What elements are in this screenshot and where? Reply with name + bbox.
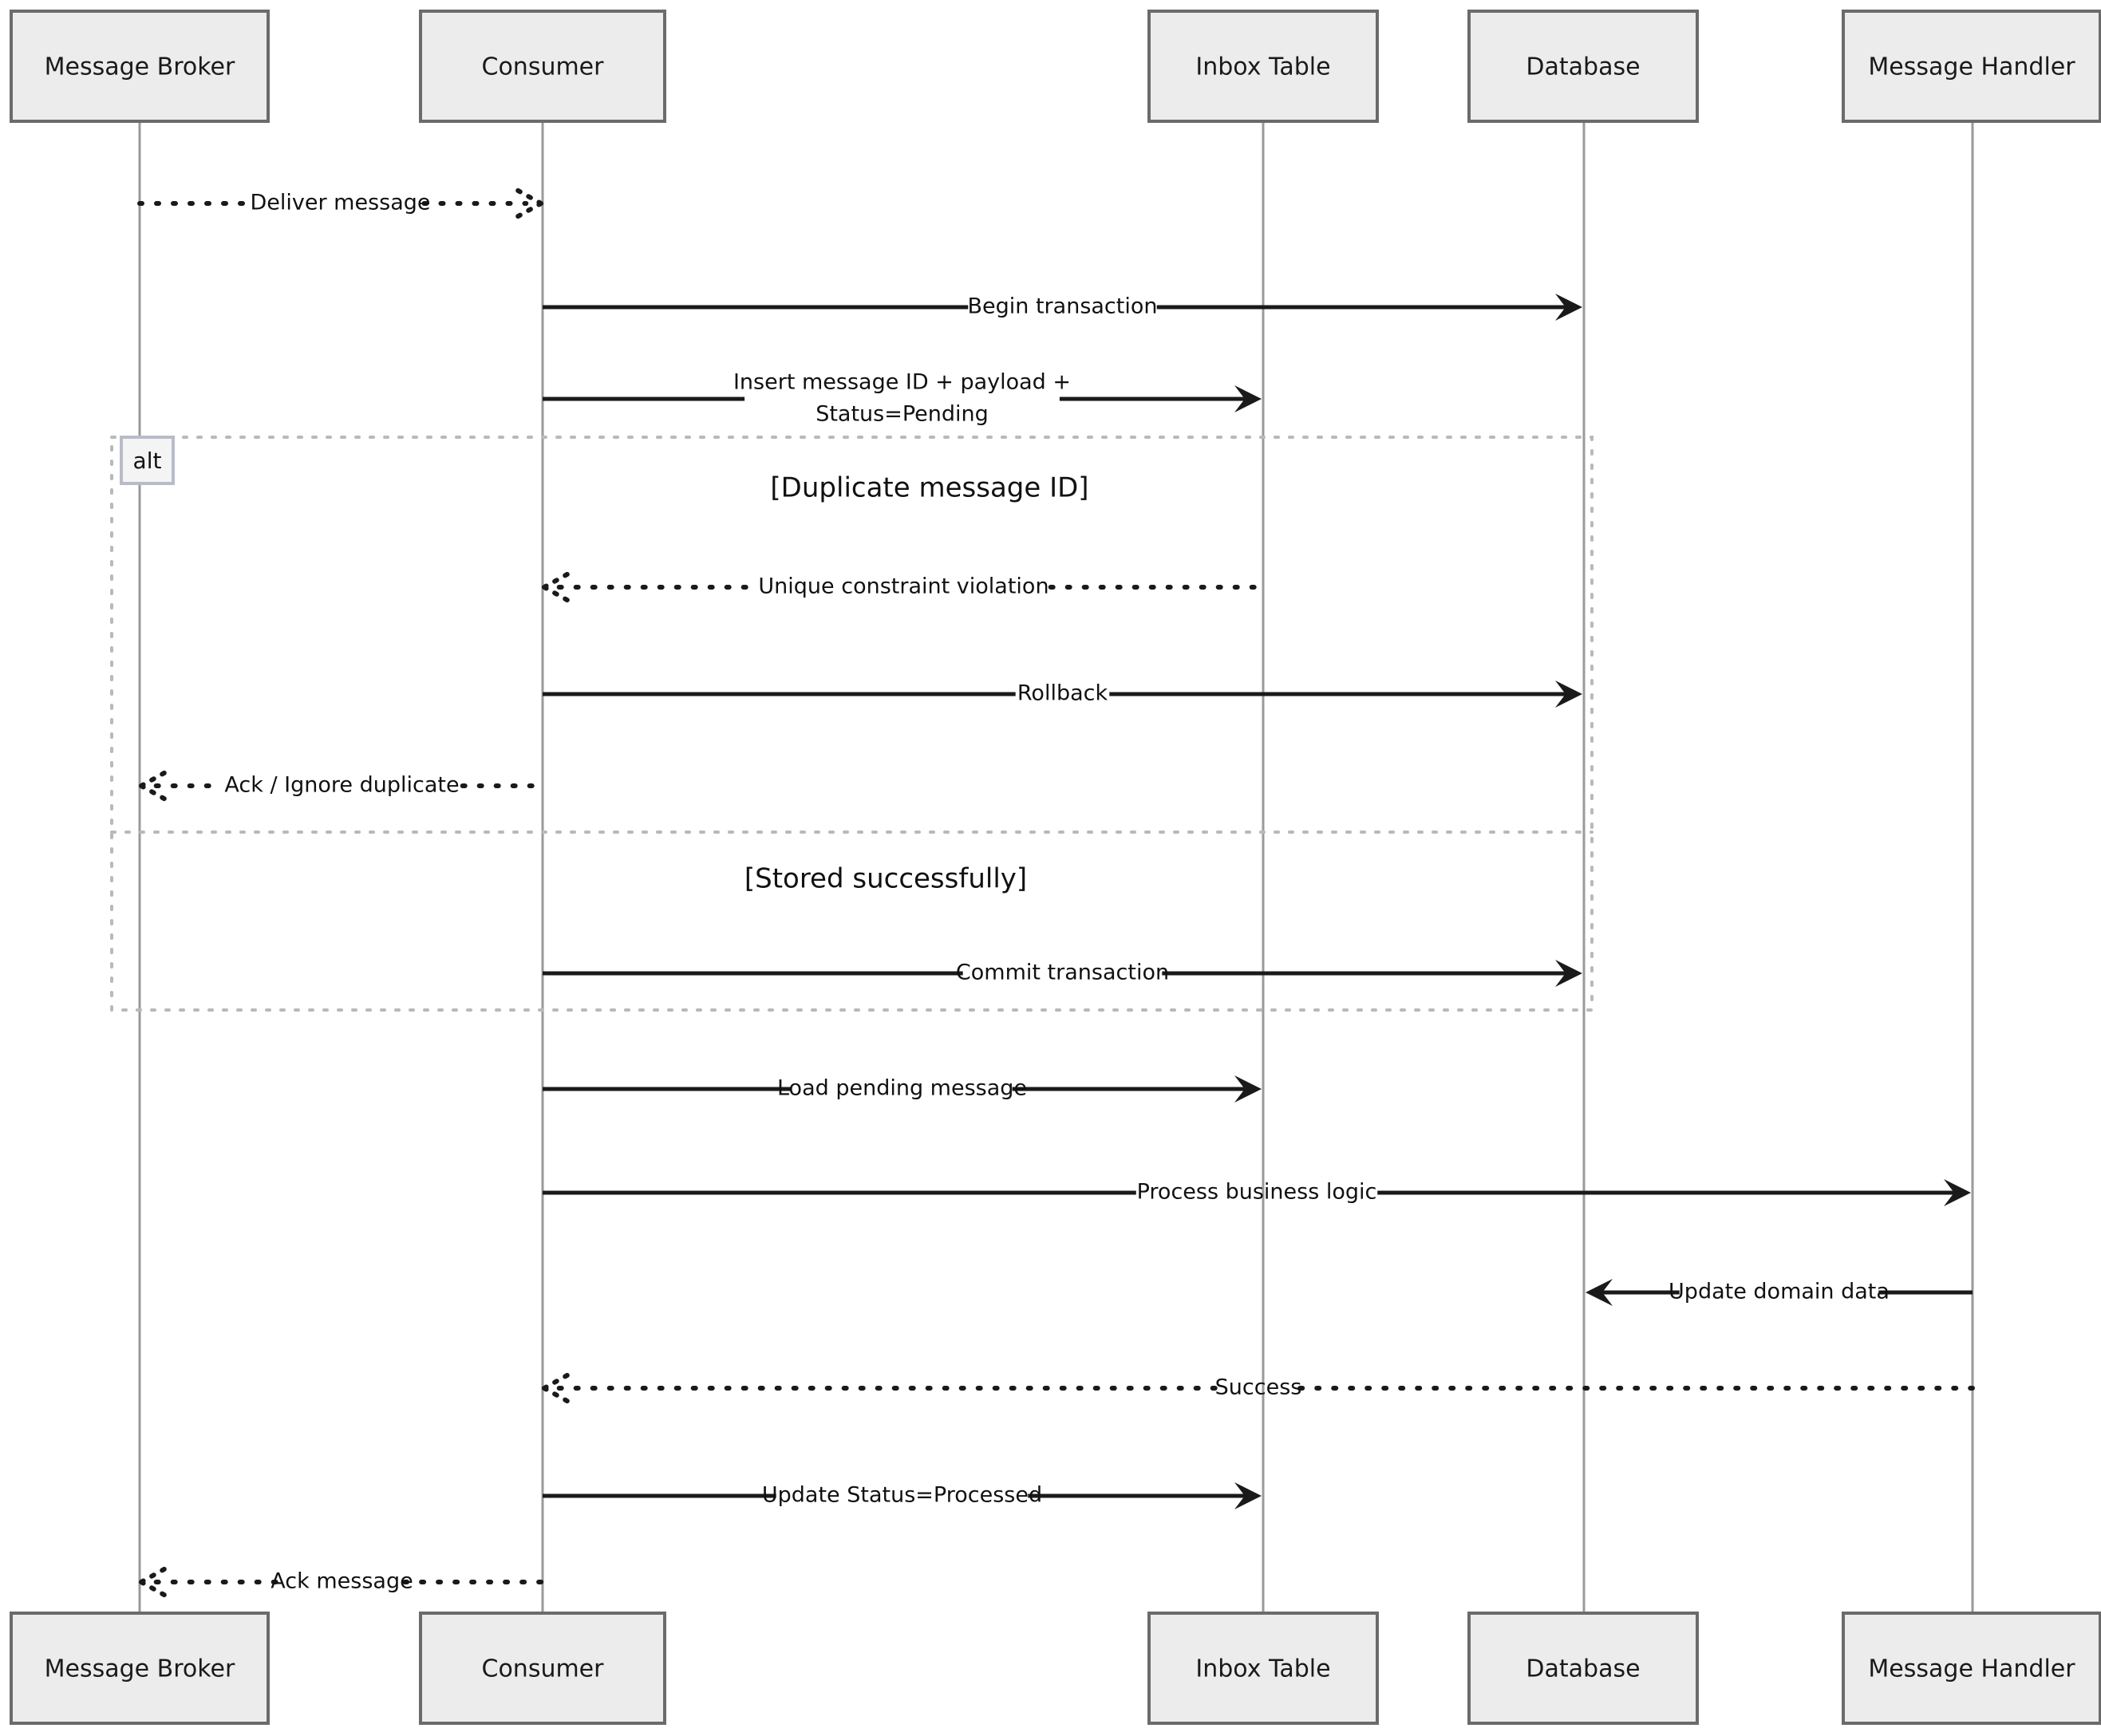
message-label: Update domain data <box>1669 1280 1890 1304</box>
arrowhead-icon <box>1234 1482 1262 1509</box>
message-label: Status=Pending <box>816 402 989 427</box>
participant-label: Inbox Table <box>1195 1655 1330 1683</box>
participant-label: Database <box>1526 53 1640 81</box>
message-m12: Update Status=Processed <box>543 1482 1262 1509</box>
participant-label: Inbox Table <box>1195 53 1330 81</box>
arrowhead-icon <box>542 1371 574 1406</box>
arrowhead-icon <box>511 186 543 221</box>
message-m6: Ack / Ignore duplicate <box>139 768 545 803</box>
participant-box[interactable] <box>10 1612 270 1725</box>
message-label: Commit transaction <box>956 961 1169 985</box>
participant-label: Message Handler <box>1868 1655 2075 1683</box>
participants-top-row: Message Broker Consumer Inbox Table Databas… <box>10 10 2101 123</box>
message-m1: Deliver message <box>137 186 543 221</box>
alt-block: alt [Duplicate message ID] [Stored success… <box>110 436 1594 1012</box>
message-label: Deliver message <box>250 191 430 215</box>
message-label: Update Status=Processed <box>762 1483 1042 1508</box>
message-m9: Process business logic <box>543 1179 1971 1206</box>
message-m4: Unique constraint violation <box>542 570 1266 605</box>
message-label: Rollback <box>1017 681 1108 706</box>
participant-top-inbox[interactable]: Inbox Table <box>1147 10 1379 123</box>
message-label: Ack / Ignore duplicate <box>224 773 459 798</box>
alt-branch-condition-1: [Stored successfully] <box>744 863 1027 895</box>
message-m11: Success <box>542 1371 1975 1406</box>
participant-label: Message Broker <box>45 53 235 81</box>
participants-bottom-row: Message Broker Consumer Inbox Table Databas… <box>10 1612 2101 1725</box>
participant-bottom-handler[interactable]: Message Handler <box>1842 1612 2101 1725</box>
arrowhead-icon <box>1234 385 1262 412</box>
arrowhead-icon <box>1586 1279 1613 1306</box>
message-label: Process business logic <box>1137 1180 1377 1205</box>
participant-bottom-broker[interactable]: Message Broker <box>10 1612 270 1725</box>
participant-label: Consumer <box>482 1655 605 1683</box>
participant-bottom-database[interactable]: Database <box>1467 1612 1699 1725</box>
arrowhead-icon <box>1555 960 1582 987</box>
participant-top-database[interactable]: Database <box>1467 10 1699 123</box>
arrowhead-icon <box>1944 1179 1971 1206</box>
participant-bottom-consumer[interactable]: Consumer <box>419 1612 666 1725</box>
participant-box[interactable] <box>1842 10 2101 123</box>
arrowhead-icon <box>542 570 574 605</box>
participant-label: Message Broker <box>45 1655 235 1683</box>
participant-bottom-inbox[interactable]: Inbox Table <box>1147 1612 1379 1725</box>
participant-label: Consumer <box>482 53 605 81</box>
arrowhead-icon <box>1234 1075 1262 1103</box>
message-label: Success <box>1215 1375 1302 1400</box>
participant-top-consumer[interactable]: Consumer <box>419 10 666 123</box>
message-m5: Rollback <box>543 681 1582 708</box>
participant-top-broker[interactable]: Message Broker <box>10 10 270 123</box>
participant-box[interactable] <box>1147 1612 1379 1725</box>
participant-box[interactable] <box>1467 10 1699 123</box>
alt-tag-label: alt <box>133 448 162 474</box>
alt-branch-condition-0: [Duplicate message ID] <box>770 472 1088 504</box>
message-m13: Ack message <box>139 1564 545 1600</box>
message-label: Unique constraint violation <box>758 574 1049 599</box>
message-m10: Update domain data <box>1586 1279 1973 1306</box>
participant-box[interactable] <box>1147 10 1379 123</box>
arrowhead-icon <box>1555 294 1582 321</box>
arrowhead-icon <box>1555 681 1582 708</box>
message-label: Load pending message <box>777 1076 1027 1101</box>
message-label: Insert message ID + payload + <box>733 370 1071 395</box>
participant-box[interactable] <box>1467 1612 1699 1725</box>
message-label: Ack message <box>271 1569 413 1594</box>
participant-label: Message Handler <box>1868 53 2075 81</box>
alt-block-outline <box>110 436 1594 1012</box>
message-m7: Commit transaction <box>543 960 1582 987</box>
participant-label: Database <box>1526 1655 1640 1683</box>
message-m8: Load pending message <box>543 1075 1262 1103</box>
participant-box[interactable] <box>419 1612 666 1725</box>
arrowhead-icon <box>139 768 171 803</box>
alt-tag: alt <box>120 436 175 485</box>
message-label: Begin transaction <box>968 294 1158 319</box>
participant-top-handler[interactable]: Message Handler <box>1842 10 2101 123</box>
participant-box[interactable] <box>1842 1612 2101 1725</box>
message-m3: Insert message ID + payload + Status=Pend… <box>543 370 1262 427</box>
participant-box[interactable] <box>10 10 270 123</box>
arrowhead-icon <box>139 1564 171 1600</box>
alt-tag-box <box>120 436 175 485</box>
message-m2: Begin transaction <box>543 294 1582 321</box>
participant-box[interactable] <box>419 10 666 123</box>
lifelines-group <box>138 121 1974 1613</box>
